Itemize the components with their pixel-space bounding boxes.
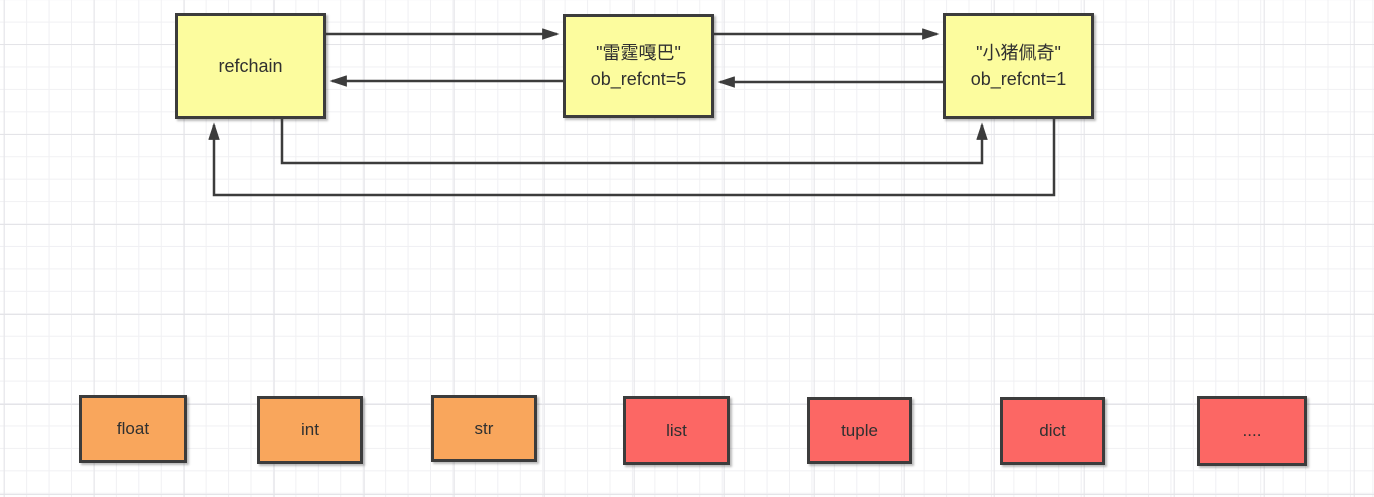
- type-box-str[interactable]: str: [431, 395, 537, 462]
- type-box-int-label: int: [301, 420, 319, 439]
- type-box-list[interactable]: list: [623, 396, 730, 465]
- node-object1[interactable]: "雷霆嘎巴" ob_refcnt=5: [563, 14, 714, 118]
- type-box-int[interactable]: int: [257, 396, 363, 464]
- type-box-float[interactable]: float: [79, 395, 187, 463]
- node-refchain-label: refchain: [218, 56, 283, 76]
- type-box-dict[interactable]: dict: [1000, 397, 1105, 465]
- node-object2-title: "小猪佩奇": [976, 43, 1061, 63]
- node-object2[interactable]: "小猪佩奇" ob_refcnt=1: [943, 13, 1094, 119]
- type-box-list-label: list: [666, 420, 687, 440]
- type-box-tuple-label: tuple: [841, 420, 878, 440]
- type-box-more[interactable]: ....: [1197, 396, 1307, 466]
- node-object1-refcnt: ob_refcnt=5: [590, 69, 687, 89]
- connector-object2-to-refchain[interactable]: [208, 118, 1056, 197]
- type-box-float-label: float: [116, 419, 150, 438]
- type-box-str-label: str: [474, 418, 494, 438]
- type-box-tuple[interactable]: tuple: [807, 397, 912, 464]
- type-box-dict-label: dict: [1039, 421, 1066, 440]
- connector-refchain-to-object2[interactable]: [280, 118, 988, 165]
- node-object2-refcnt: ob_refcnt=1: [970, 69, 1067, 89]
- type-box-more-label: ....: [1242, 421, 1262, 440]
- node-refchain[interactable]: refchain: [175, 13, 326, 119]
- node-object1-title: "雷霆嘎巴": [596, 43, 681, 63]
